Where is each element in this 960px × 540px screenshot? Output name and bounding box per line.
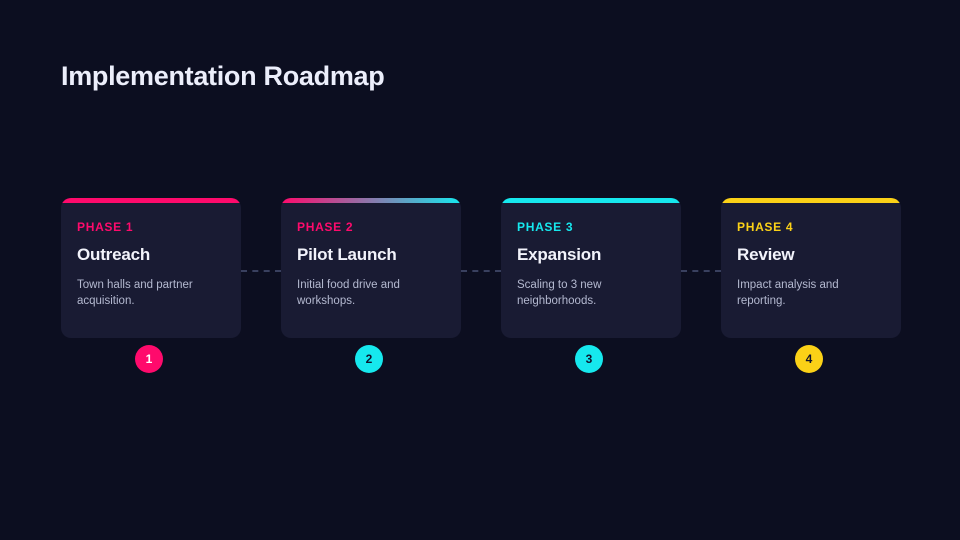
phase-accent-bar-2 <box>281 198 461 203</box>
phase-accent-bar-3 <box>501 198 681 203</box>
page-title: Implementation Roadmap <box>61 61 385 91</box>
phase-connector-2 <box>461 270 501 272</box>
phase-description-1: Town halls and partner acquisition. <box>77 279 193 308</box>
phase-description-3: Scaling to 3 new neighborhoods. <box>517 279 602 308</box>
phase-title-2: Pilot Launch <box>297 245 397 264</box>
phase-title-4: Review <box>737 245 795 264</box>
phase-label-1: PHASE 1 <box>77 220 134 234</box>
phase-description-4: Impact analysis and reporting. <box>737 279 839 308</box>
phase-label-3: PHASE 3 <box>517 220 574 234</box>
phase-title-1: Outreach <box>77 245 151 264</box>
phase-badge-3[interactable]: 3 <box>575 345 603 373</box>
phase-badge-4[interactable]: 4 <box>795 345 823 373</box>
phase-title-3: Expansion <box>517 245 602 264</box>
phase-label-2: PHASE 2 <box>297 220 354 234</box>
phase-connector-1 <box>241 270 281 272</box>
phase-badge-1[interactable]: 1 <box>135 345 163 373</box>
phase-badge-2[interactable]: 2 <box>355 345 383 373</box>
phase-accent-bar-4 <box>721 198 901 203</box>
phase-description-2: Initial food drive and workshops. <box>297 279 400 308</box>
phase-connector-3 <box>681 270 721 272</box>
phase-accent-bar-1 <box>61 198 241 203</box>
phase-label-4: PHASE 4 <box>737 220 794 234</box>
